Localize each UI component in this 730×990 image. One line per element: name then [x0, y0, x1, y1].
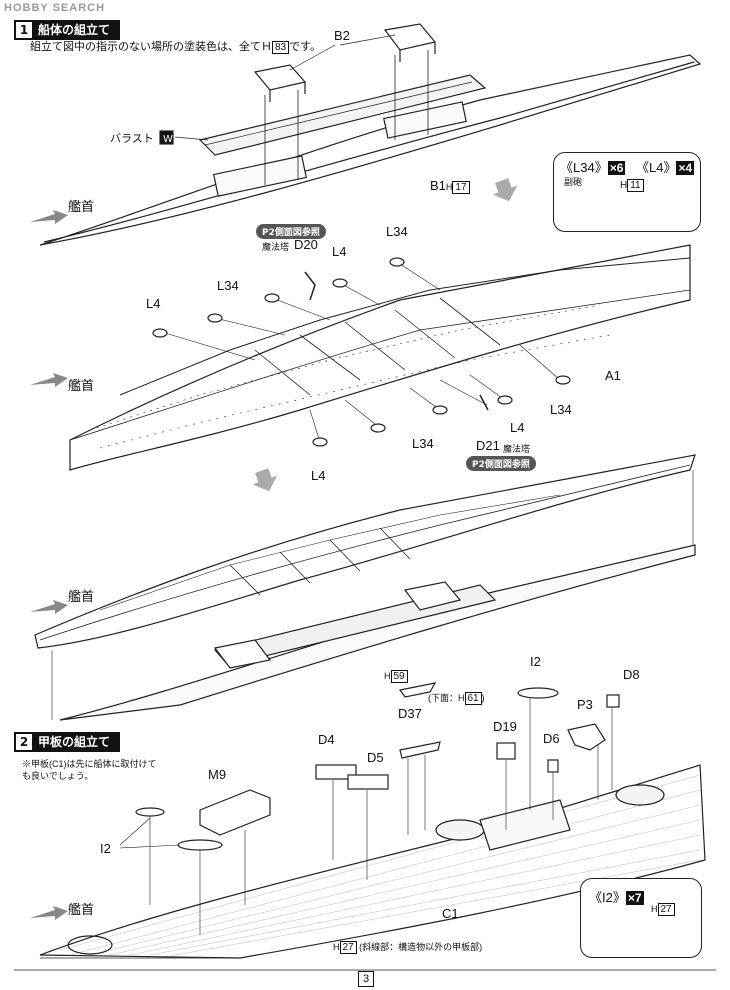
step2-title: 甲板の組立て — [38, 735, 111, 749]
step1-header: 1 船体の組立て — [14, 20, 121, 40]
part-l4-label-b: L4 — [146, 296, 161, 311]
part-d21-label: D21 — [476, 438, 500, 453]
hull-assembled — [34, 454, 696, 721]
callout-l4: 《L4》×4 — [636, 160, 695, 175]
callout-l34: 《L34》×6 — [560, 160, 626, 175]
step1-title: 船体の組立て — [38, 23, 111, 37]
part-l4-label-d: L4 — [311, 468, 326, 483]
paint-code: 83 — [272, 41, 290, 54]
part-i2-label-a: I2 — [530, 654, 541, 669]
part-l34-label-a: L34 — [386, 224, 408, 239]
bow-label-2: 艦首 — [68, 378, 95, 393]
part-l4-label-a: L4 — [332, 244, 347, 259]
part-d5-label: D5 — [367, 750, 384, 765]
part-d19-label: D19 — [493, 719, 517, 734]
svg-text:W: W — [163, 134, 173, 145]
ballast-b2-right — [383, 23, 437, 140]
hull-bottom-b1 — [39, 54, 702, 246]
part-d20-label: D20 — [294, 237, 318, 252]
hull-a1 — [69, 244, 691, 471]
part-d8-label: D8 — [623, 667, 640, 682]
part-l34-label-d: L34 — [412, 436, 434, 451]
turret-parts — [152, 257, 571, 447]
part-m9-label: M9 — [208, 767, 227, 782]
part-c1-label: C1 — [442, 906, 459, 921]
part-b2-label: B2 — [334, 28, 350, 43]
bow-label-1: 艦首 — [68, 199, 95, 214]
weight-icon — [159, 130, 174, 145]
part-l34-label-b: L34 — [217, 278, 239, 293]
step2-header: 2 甲板の組立て — [14, 732, 121, 752]
bow-label-4: 艦首 — [68, 902, 95, 917]
part-a1-label: A1 — [605, 368, 621, 383]
step2-note: ※甲板(C1)は先に船体に取付けても良いでしょう。 — [22, 759, 157, 781]
ref-pill-1: P2側面図参照 — [256, 224, 326, 239]
ballast-b2-left — [253, 64, 307, 185]
page-number: 3 — [358, 971, 374, 987]
step1-number: 1 — [16, 22, 32, 38]
part-i2-label-b: I2 — [100, 841, 111, 856]
part-d37-label: D37 — [398, 706, 422, 721]
part-d6-label: D6 — [543, 731, 560, 746]
part-l4-label-c: L4 — [510, 420, 525, 435]
part-l34-label-c: L34 — [550, 402, 572, 417]
ref-pill-2: P2側面図参照 — [466, 456, 536, 471]
watermark: HOBBY SEARCH — [4, 2, 106, 14]
step2-number: 2 — [16, 734, 32, 750]
deck-c1 — [39, 764, 706, 959]
part-d4-label: D4 — [318, 732, 335, 747]
d20-note: 魔法塔 — [262, 242, 290, 252]
callout-i2: 《I2》×7 — [589, 890, 644, 905]
ballast-label: バラスト — [110, 133, 154, 145]
callout-sub-note: 副砲 — [564, 177, 583, 187]
bow-label-3: 艦首 — [68, 589, 95, 604]
part-p3-label: P3 — [577, 697, 593, 712]
d21-note: 魔法塔 — [503, 444, 531, 454]
